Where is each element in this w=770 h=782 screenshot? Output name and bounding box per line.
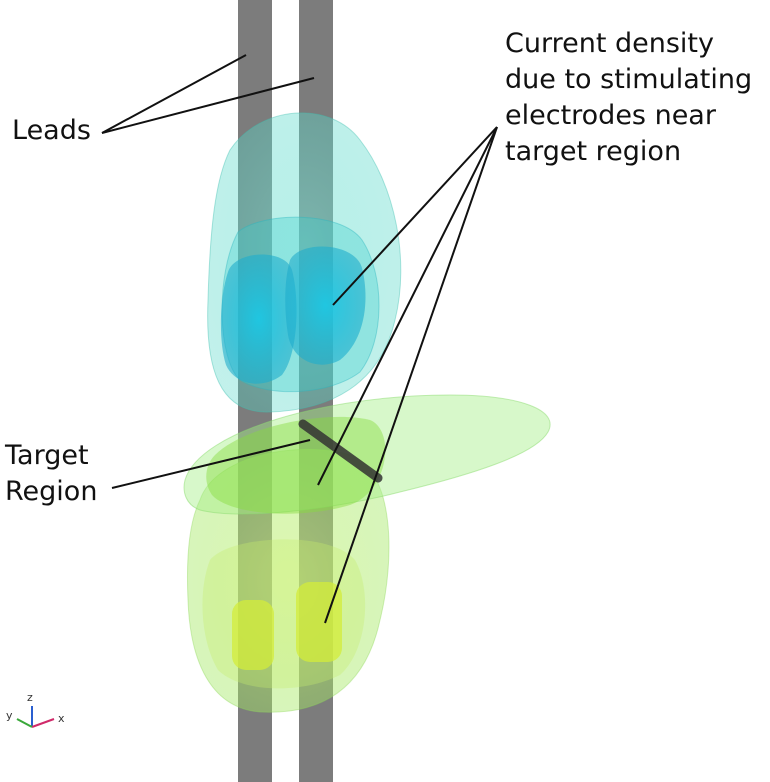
upper-core-right (285, 246, 366, 365)
upper-core-left (220, 254, 297, 384)
lower-core-right (296, 582, 342, 662)
axis-x-line (31, 718, 55, 728)
current-density-label: Current density due to stimulating elect… (505, 28, 753, 167)
current-pointer-target (317, 126, 498, 486)
target-region-pointer (111, 439, 311, 489)
leads-label: Leads (12, 115, 91, 146)
axes-triad-icon: y z x (6, 691, 65, 728)
axis-y-line (16, 718, 33, 728)
lower-core-left (232, 600, 274, 670)
axis-x-label: x (58, 712, 65, 725)
leads-pointer-right (101, 77, 315, 134)
axis-z-label: z (27, 691, 33, 704)
pointer-lines (101, 54, 498, 624)
target-region-marker (298, 419, 383, 483)
target-region-volume (183, 394, 551, 515)
current-pointer-lower (324, 126, 498, 624)
leads-pointer-left (101, 54, 247, 134)
target-region-label: Target Region (5, 440, 98, 507)
current-pointer-upper (332, 126, 498, 306)
axis-y-label: y (6, 709, 13, 722)
